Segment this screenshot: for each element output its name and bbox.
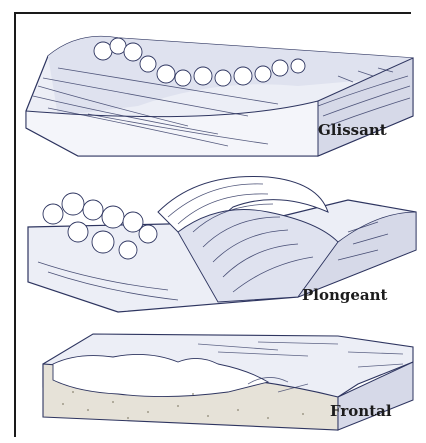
plunging-breaker-panel: Plongeant xyxy=(18,172,418,317)
spilling-breaker-illustration xyxy=(18,16,418,166)
spilling-breaker-label: Glissant xyxy=(318,121,387,139)
frame-border-left xyxy=(14,12,16,437)
frame-border-top xyxy=(14,12,411,14)
surging-breaker-label: Frontal xyxy=(330,402,392,420)
plunging-breaker-label: Plongeant xyxy=(302,286,387,304)
surging-breaker-panel: Frontal xyxy=(18,322,418,440)
surging-breaker-illustration xyxy=(18,322,418,440)
spilling-breaker-panel: Glissant xyxy=(18,16,418,166)
